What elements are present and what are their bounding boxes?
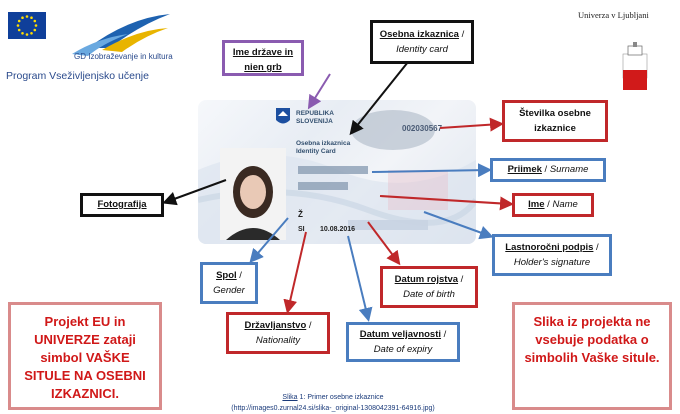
card-background — [198, 108, 476, 244]
label-sex: Spol / Gender — [200, 262, 258, 304]
arrow-photo — [162, 179, 227, 206]
label-name: Ime / Name — [512, 193, 594, 217]
right-statement: Slika iz projekta ne vsebuje podatka o s… — [512, 302, 672, 410]
arrow-name — [379, 195, 514, 211]
gd-swoosh-logo — [72, 14, 170, 56]
program-title: Program Vseživljenjsko učenje — [6, 70, 149, 82]
figure-caption: Slika 1: Primer osebne izkaznice (http:/… — [231, 394, 435, 412]
label-nationality: Državljanstvo / Nationality — [226, 312, 330, 354]
label-signature: Lastnoročni podpis / Holder's signature — [492, 234, 612, 276]
arrow-number — [439, 117, 504, 132]
label-identity-card: Osebna izkaznica / Identity card — [370, 20, 474, 64]
card-title-line1: Osebna izkaznica — [296, 140, 351, 147]
arrow-sex — [249, 217, 289, 264]
arrow-signature — [423, 211, 494, 240]
arrow-identity-card — [349, 61, 409, 136]
label-photo: Fotografija — [80, 193, 164, 217]
card-country-line1: REPUBLIKA — [296, 110, 334, 117]
label-card-number: Številka osebne izkaznice — [502, 100, 608, 142]
arrow-surname — [371, 163, 492, 178]
card-citizenship: SI — [298, 226, 305, 233]
left-statement: Projekt EU in UNIVERZE zataji simbol VAŠ… — [8, 302, 162, 410]
card-date: 10.08.2016 — [320, 226, 356, 233]
card-number: 002030567 — [402, 124, 443, 133]
card-title-line2: Identity Card — [296, 148, 336, 155]
university-name: Univerza v Ljubljani — [578, 10, 649, 20]
university-crest-icon — [622, 42, 648, 90]
arrow-country — [307, 73, 331, 110]
label-birth: Datum rojstva / Date of birth — [380, 266, 478, 308]
card-sex: Ž — [298, 210, 303, 219]
eu-stars-icon — [16, 15, 38, 36]
label-surname: Priimek / Surname — [490, 158, 606, 182]
gd-text: GD Izobraževanje in kultura — [74, 52, 173, 61]
arrow-birth — [367, 221, 401, 266]
arrow-expiry — [347, 235, 373, 322]
card-country-line2: SLOVENIJA — [296, 118, 333, 125]
label-expiry: Datum veljavnosti / Date of expiry — [346, 322, 460, 362]
label-country: Ime države in nien grb — [222, 40, 304, 76]
arrow-nationality — [283, 231, 307, 314]
eu-flag-logo — [8, 12, 46, 39]
